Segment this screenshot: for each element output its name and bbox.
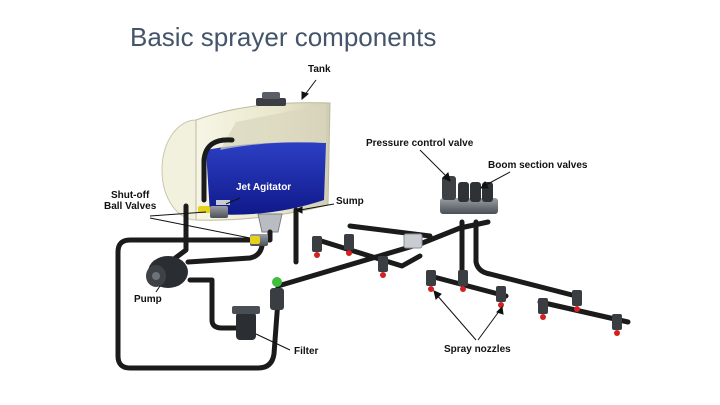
nozzle-arrowhead-left [433, 290, 442, 300]
center-boom-pipe [427, 273, 509, 299]
pump-outlet-hose [185, 243, 265, 265]
tank-cutaway [220, 104, 326, 150]
label-sump: Sump [336, 196, 364, 207]
tank-lid-top [262, 92, 280, 99]
pump-leader [155, 285, 161, 293]
manifold-base [440, 198, 498, 214]
pcv-arrowhead [442, 172, 451, 182]
junction-block [403, 233, 423, 249]
boom-valves-arrowhead [480, 181, 489, 189]
valve-body [210, 206, 228, 218]
nozzle-leader-left [435, 293, 477, 341]
boom-section-valve [458, 182, 469, 202]
nozzle [378, 256, 388, 278]
label-tank: Tank [308, 64, 331, 75]
boom-section-valve [470, 182, 481, 202]
nozzle-leader-right [477, 309, 501, 341]
filter [232, 306, 260, 340]
agitator-nozzle [216, 200, 230, 205]
sump-arrowhead [294, 206, 303, 214]
sump-leader [299, 203, 335, 211]
shutoff-valve-lower [250, 234, 268, 246]
label-boom-section-valves: Boom section valves [488, 160, 588, 171]
label-shutoff-ball-valves: Shut-off Ball Valves [104, 190, 156, 212]
label-shutoff-line2: Ball Valves [104, 201, 157, 212]
inline-strainer [270, 277, 284, 310]
right-boom-feed [473, 219, 579, 299]
label-pressure-control-valve: Pressure control valve [366, 138, 474, 149]
nozzle [496, 286, 506, 308]
nozzle [538, 298, 548, 320]
nozzle [458, 270, 468, 292]
tank-lid [256, 98, 286, 106]
filter-head [232, 306, 260, 314]
nozzle [612, 314, 622, 336]
pump [146, 256, 188, 288]
label-jet-agitator: Jet Agitator [236, 182, 292, 193]
tank-liquid [206, 142, 326, 215]
valve-handle [250, 236, 260, 244]
return-hose [201, 137, 235, 203]
nozzle [312, 236, 322, 258]
shutoff-leader-lower [149, 217, 251, 239]
filter-bowl [236, 312, 256, 340]
valve-handle [198, 206, 210, 213]
pcv-leader [419, 149, 449, 179]
control-manifold [440, 176, 498, 214]
tank-arrowhead [301, 91, 310, 101]
label-shutoff-line1: Shut-off [110, 190, 150, 201]
label-filter: Filter [294, 346, 319, 357]
label-pump: Pump [134, 294, 162, 305]
leader-lines [149, 79, 511, 351]
pump-hub [152, 272, 160, 280]
nozzle [426, 270, 436, 292]
nozzle-arrowhead-right [496, 305, 504, 315]
slide-title: Basic sprayer components [130, 22, 437, 52]
strainer-cap [272, 277, 282, 287]
sump-body [257, 213, 283, 233]
nozzle-group [312, 234, 622, 336]
filter-line [187, 277, 241, 331]
nozzle [344, 234, 354, 256]
shutoff-leader-upper [149, 211, 207, 217]
strainer-body [270, 288, 284, 310]
pressure-control-valve [442, 176, 456, 200]
jet-agitator-leader [225, 197, 241, 205]
nozzle [572, 290, 582, 312]
suction-hose [115, 229, 281, 371]
shutoff-valve-upper [198, 206, 228, 218]
filter-leader [255, 333, 291, 351]
label-spray-nozzles: Spray nozzles [444, 344, 511, 355]
boom-valves-leader [483, 171, 511, 187]
